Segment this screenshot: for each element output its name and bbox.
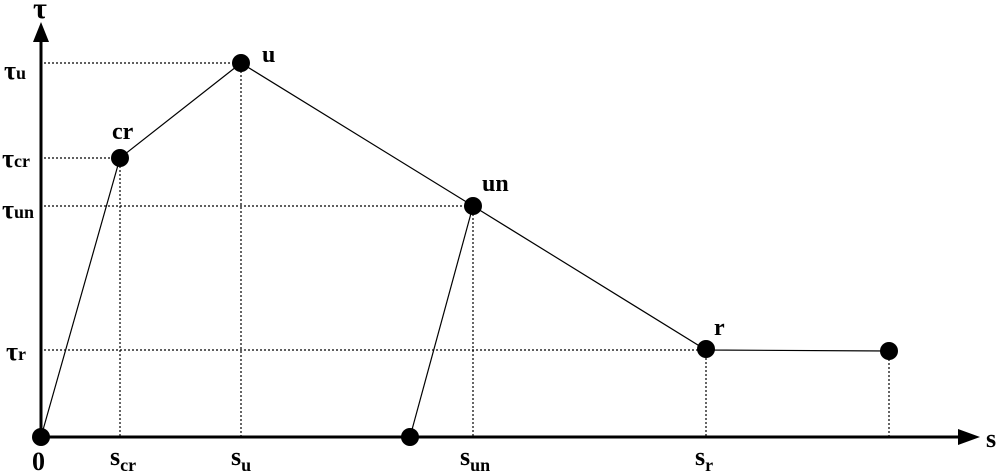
envelope-curve: [40, 62, 890, 438]
y-axis-label: τ: [33, 0, 47, 25]
point-un: [464, 197, 482, 215]
point-u: [232, 54, 250, 72]
point-origin: [32, 428, 50, 446]
x-tick-s-r: sr: [695, 442, 713, 475]
guide-lines: [44, 62, 890, 437]
point-cr: [111, 149, 129, 167]
y-axis-arrow-icon: [33, 22, 49, 42]
point-unload-end: [401, 428, 419, 446]
y-tick-tau-u: τu: [4, 56, 26, 85]
point-label-r: r: [714, 315, 725, 341]
point-end: [880, 342, 898, 360]
point-label-cr: cr: [112, 119, 134, 145]
x-tick-s-cr: scr: [110, 442, 136, 475]
point-label-un: un: [482, 171, 509, 197]
axes: [33, 22, 980, 445]
x-axis-label: s: [986, 424, 996, 453]
origin-label: 0: [32, 447, 45, 476]
x-tick-s-u: su: [231, 442, 251, 475]
x-tick-s-un: sun: [460, 442, 490, 475]
y-tick-tau-r: τr: [6, 337, 26, 366]
unloading-branch: [409, 205, 474, 438]
curve: [40, 62, 890, 438]
points: [32, 54, 898, 446]
y-tick-tau-un: τun: [2, 195, 34, 224]
y-tick-tau-cr: τcr: [2, 144, 30, 173]
point-label-u: u: [262, 42, 275, 68]
x-axis-arrow-icon: [958, 429, 980, 445]
point-r: [697, 340, 715, 358]
